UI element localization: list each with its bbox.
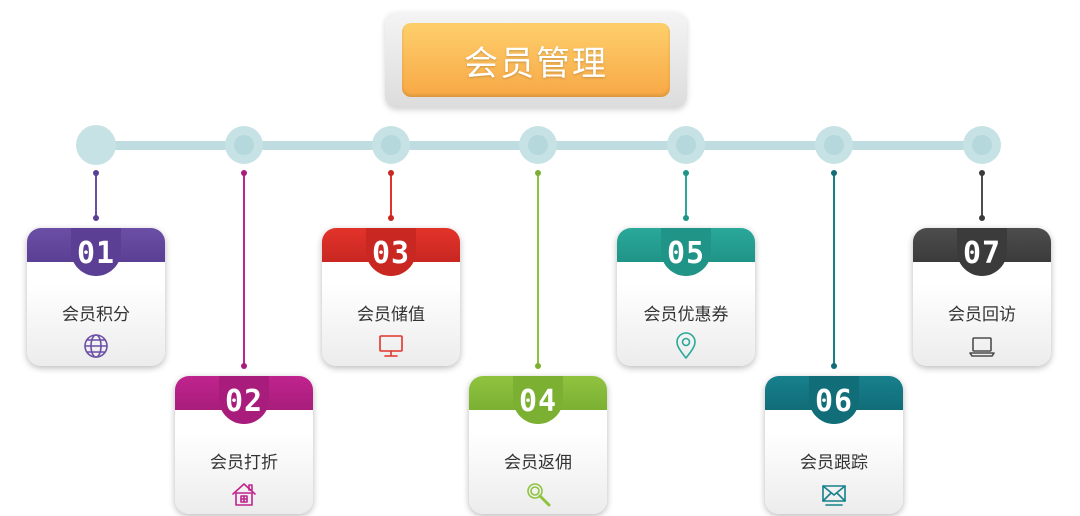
step-label: 会员返佣	[504, 453, 572, 473]
magnifier-icon	[524, 480, 552, 508]
laptop-icon	[968, 332, 996, 360]
connector-dot	[979, 215, 985, 221]
connector-dot	[683, 170, 689, 176]
location-pin-icon	[672, 332, 700, 360]
timeline-node	[76, 125, 116, 165]
card-number-tab	[661, 228, 711, 276]
step-card-07[interactable]: 07 会员回访	[913, 228, 1051, 366]
step-number: 04	[518, 384, 558, 419]
timeline-node	[372, 126, 410, 164]
connector-dot	[831, 170, 837, 176]
timeline-node	[667, 126, 705, 164]
step-card-04[interactable]: 04 会员返佣	[469, 376, 607, 514]
connector-dot	[535, 363, 541, 369]
step-card-06[interactable]: 06 会员跟踪	[765, 376, 903, 514]
connector-dot	[388, 170, 394, 176]
timeline-node-center	[528, 135, 548, 155]
step-number: 02	[224, 384, 264, 419]
connector-dot	[241, 170, 247, 176]
connector-line	[243, 173, 245, 366]
connector-line	[981, 173, 983, 218]
card-number-tab	[809, 376, 859, 424]
connector-dot	[535, 170, 541, 176]
page-title[interactable]: 会员管理	[402, 23, 670, 97]
connector-dot	[979, 170, 985, 176]
step-number: 07	[962, 236, 1002, 271]
step-number: 03	[371, 236, 411, 271]
step-label: 会员储值	[357, 305, 425, 325]
timeline-node-center	[234, 135, 254, 155]
timeline-node	[815, 126, 853, 164]
timeline-node	[225, 126, 263, 164]
step-label: 会员打折	[210, 453, 278, 473]
step-label: 会员积分	[62, 305, 130, 325]
card-number-tab	[366, 228, 416, 276]
card-number-tab	[957, 228, 1007, 276]
card-number-tab	[219, 376, 269, 424]
step-card-02[interactable]: 02 会员打折	[175, 376, 313, 514]
step-number: 01	[76, 236, 116, 271]
step-number: 06	[814, 384, 854, 419]
step-number: 05	[666, 236, 706, 271]
card-number-tab	[71, 228, 121, 276]
step-card-01[interactable]: 01 会员积分	[27, 228, 165, 366]
connector-line	[537, 173, 539, 366]
timeline-node-center	[676, 135, 696, 155]
globe-icon	[82, 332, 110, 360]
connector-line	[685, 173, 687, 218]
connector-line	[95, 173, 97, 218]
step-card-03[interactable]: 03 会员储值	[322, 228, 460, 366]
connector-line	[833, 173, 835, 366]
connector-dot	[388, 215, 394, 221]
connector-dot	[241, 363, 247, 369]
house-icon	[230, 480, 258, 508]
step-label: 会员优惠券	[643, 305, 729, 325]
timeline-node	[963, 126, 1001, 164]
monitor-icon	[377, 332, 405, 360]
connector-dot	[93, 170, 99, 176]
timeline-node-center	[824, 135, 844, 155]
envelope-icon	[820, 480, 848, 508]
connector-dot	[683, 215, 689, 221]
connector-dot	[93, 215, 99, 221]
step-card-05[interactable]: 05 会员优惠券	[617, 228, 755, 366]
card-number-tab	[513, 376, 563, 424]
timeline-node	[519, 126, 557, 164]
timeline-node-center	[972, 135, 992, 155]
timeline-node-center	[381, 135, 401, 155]
step-label: 会员跟踪	[800, 453, 868, 473]
connector-line	[390, 173, 392, 218]
step-label: 会员回访	[948, 305, 1016, 325]
connector-dot	[831, 363, 837, 369]
